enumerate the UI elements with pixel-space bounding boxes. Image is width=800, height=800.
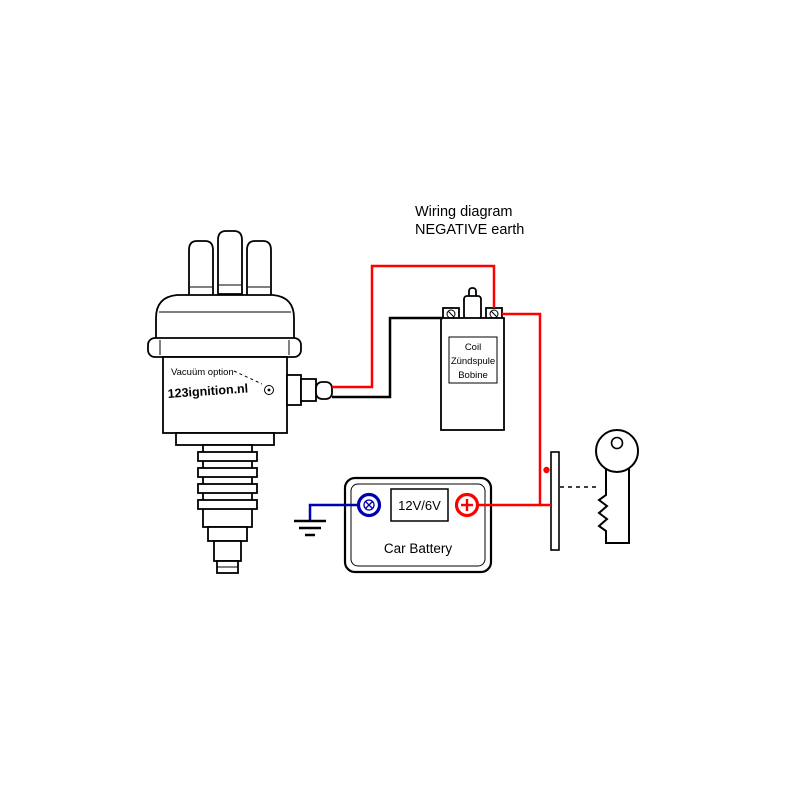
diagram-title-line1: Wiring diagram [415,204,513,220]
wire-black-distributor-to-coil [332,316,443,399]
battery-terminal-negative-screw [363,499,375,511]
vacuum-option-label: Vacuüm option [171,367,234,378]
ignition-key-icon [595,429,639,544]
coil-terminal-left-screw-slot [448,311,454,317]
screw-icon [264,385,274,395]
vacuum-port-step2 [300,378,317,402]
coil-label-line3: Bobine [458,370,488,381]
car-battery: 12V/6V Car Battery [343,476,493,574]
vacuum-port-step1 [286,374,302,406]
battery-body [343,476,493,574]
cap-tower-center [217,230,243,295]
shaft-lower [213,540,242,562]
wire-red-distributor-to-coil [332,264,496,389]
coil-label-line1: Coil [465,342,481,353]
distributor: Vacuüm option 123ignition.nl [147,230,333,574]
switch-plate [550,451,560,551]
wire-blue-battery-to-ground [308,503,358,521]
coil-ht-tower [463,295,482,320]
shaft-collar [207,526,248,542]
voltage-box [390,488,449,522]
ground-symbol [294,519,326,537]
distributor-flange [147,337,302,358]
wire-red-coil-to-switch [502,312,551,507]
coil-label-line2: Zündspule [451,356,495,367]
vacuum-port-nipple [315,381,333,400]
key-hole [610,436,624,450]
shaft-fin-2 [197,467,258,478]
vacuum-label-leader-line [233,370,263,385]
diagram-title: Wiring diagram NEGATIVE earth [415,204,524,238]
screw-dot-icon [267,388,271,392]
battery-inner-outline [350,483,486,567]
key-head [595,429,639,473]
battery-name-label: Car Battery [384,541,453,556]
switch-contact-dot [543,466,550,474]
coil-label-box [448,336,498,384]
ignition-coil: Coil Zündspule Bobine [440,287,505,431]
cap-tower-right [246,240,272,297]
shaft-fin-4 [197,499,258,510]
key-shaft [597,465,630,544]
coil-terminal-right-screw-slot [491,311,497,317]
battery-voltage-label: 12V/6V [398,498,441,513]
ignition-switch [550,451,596,551]
shaft-fin-1 [197,451,258,462]
diagram-title-line2: NEGATIVE earth [415,222,524,238]
cap-tower-left [188,240,214,297]
shaft-fin-3 [197,483,258,494]
distributor-cap [155,294,295,341]
battery-terminal-negative-slot2 [365,501,373,509]
distributor-neck [175,432,275,446]
brand-label: 123ignition.nl [167,381,248,401]
